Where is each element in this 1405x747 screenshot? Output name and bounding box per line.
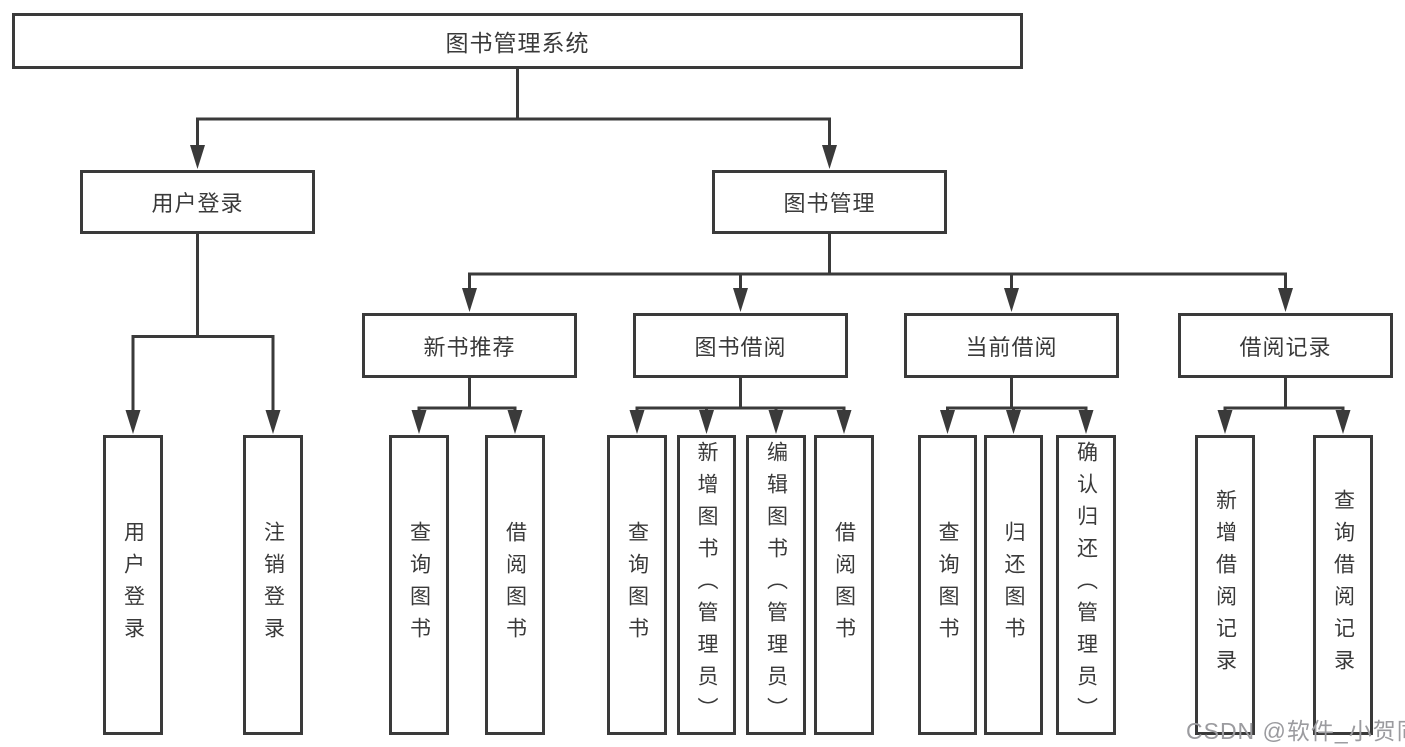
node-user-login: 用户登录 — [80, 170, 315, 234]
node-book-borrow-label: 图书借阅 — [694, 334, 787, 360]
node-new-book-recommend-label: 新书推荐 — [423, 334, 516, 360]
leaf-query-books-recommend-label: 查询图书 — [407, 521, 431, 649]
node-new-book-recommend: 新书推荐 — [362, 313, 577, 378]
node-borrow-records: 借阅记录 — [1178, 313, 1393, 378]
leaf-query-books-current: 查询图书 — [918, 435, 977, 735]
leaf-user-login-label: 用户登录 — [121, 521, 145, 649]
node-library-management-system: 图书管理系统 — [12, 13, 1023, 69]
leaf-query-borrow-record: 查询借阅记录 — [1313, 435, 1373, 735]
leaf-add-books-admin-label: 新增图书（管理员） — [695, 441, 718, 729]
node-book-management-label: 图书管理 — [783, 191, 876, 216]
leaf-query-borrow-record-label: 查询借阅记录 — [1331, 489, 1355, 681]
leaf-add-borrow-record: 新增借阅记录 — [1195, 435, 1255, 735]
leaf-return-books: 归还图书 — [984, 435, 1043, 735]
leaf-logout: 注销登录 — [243, 435, 303, 735]
node-borrow-records-label: 借阅记录 — [1239, 334, 1332, 360]
node-book-management: 图书管理 — [712, 170, 947, 234]
leaf-user-login: 用户登录 — [103, 435, 163, 735]
leaf-return-books-label: 归还图书 — [1002, 521, 1025, 649]
leaf-borrow-books: 借阅图书 — [814, 435, 874, 735]
leaf-query-books-current-label: 查询图书 — [936, 521, 959, 649]
leaf-borrow-books-recommend: 借阅图书 — [485, 435, 545, 735]
watermark-text: CSDN @软件_小贺同学 — [1186, 718, 1405, 744]
leaf-confirm-return-admin-label: 确认归还（管理员） — [1074, 441, 1098, 729]
node-library-management-system-label: 图书管理系统 — [445, 30, 590, 56]
leaf-logout-label: 注销登录 — [261, 521, 285, 649]
leaf-query-books-borrow-label: 查询图书 — [625, 521, 649, 649]
leaf-borrow-books-recommend-label: 借阅图书 — [503, 521, 527, 649]
leaf-edit-books-admin-label: 编辑图书（管理员） — [764, 441, 788, 729]
leaf-confirm-return-admin: 确认归还（管理员） — [1056, 435, 1116, 735]
leaf-add-borrow-record-label: 新增借阅记录 — [1213, 489, 1237, 681]
node-current-borrow-label: 当前借阅 — [965, 334, 1058, 360]
leaf-add-books-admin: 新增图书（管理员） — [677, 435, 736, 735]
node-book-borrow: 图书借阅 — [633, 313, 848, 378]
leaf-query-books-borrow: 查询图书 — [607, 435, 667, 735]
leaf-query-books-recommend: 查询图书 — [389, 435, 449, 735]
leaf-edit-books-admin: 编辑图书（管理员） — [746, 435, 806, 735]
node-current-borrow: 当前借阅 — [904, 313, 1119, 378]
node-user-login-label: 用户登录 — [151, 191, 244, 216]
leaf-borrow-books-label: 借阅图书 — [832, 521, 856, 649]
